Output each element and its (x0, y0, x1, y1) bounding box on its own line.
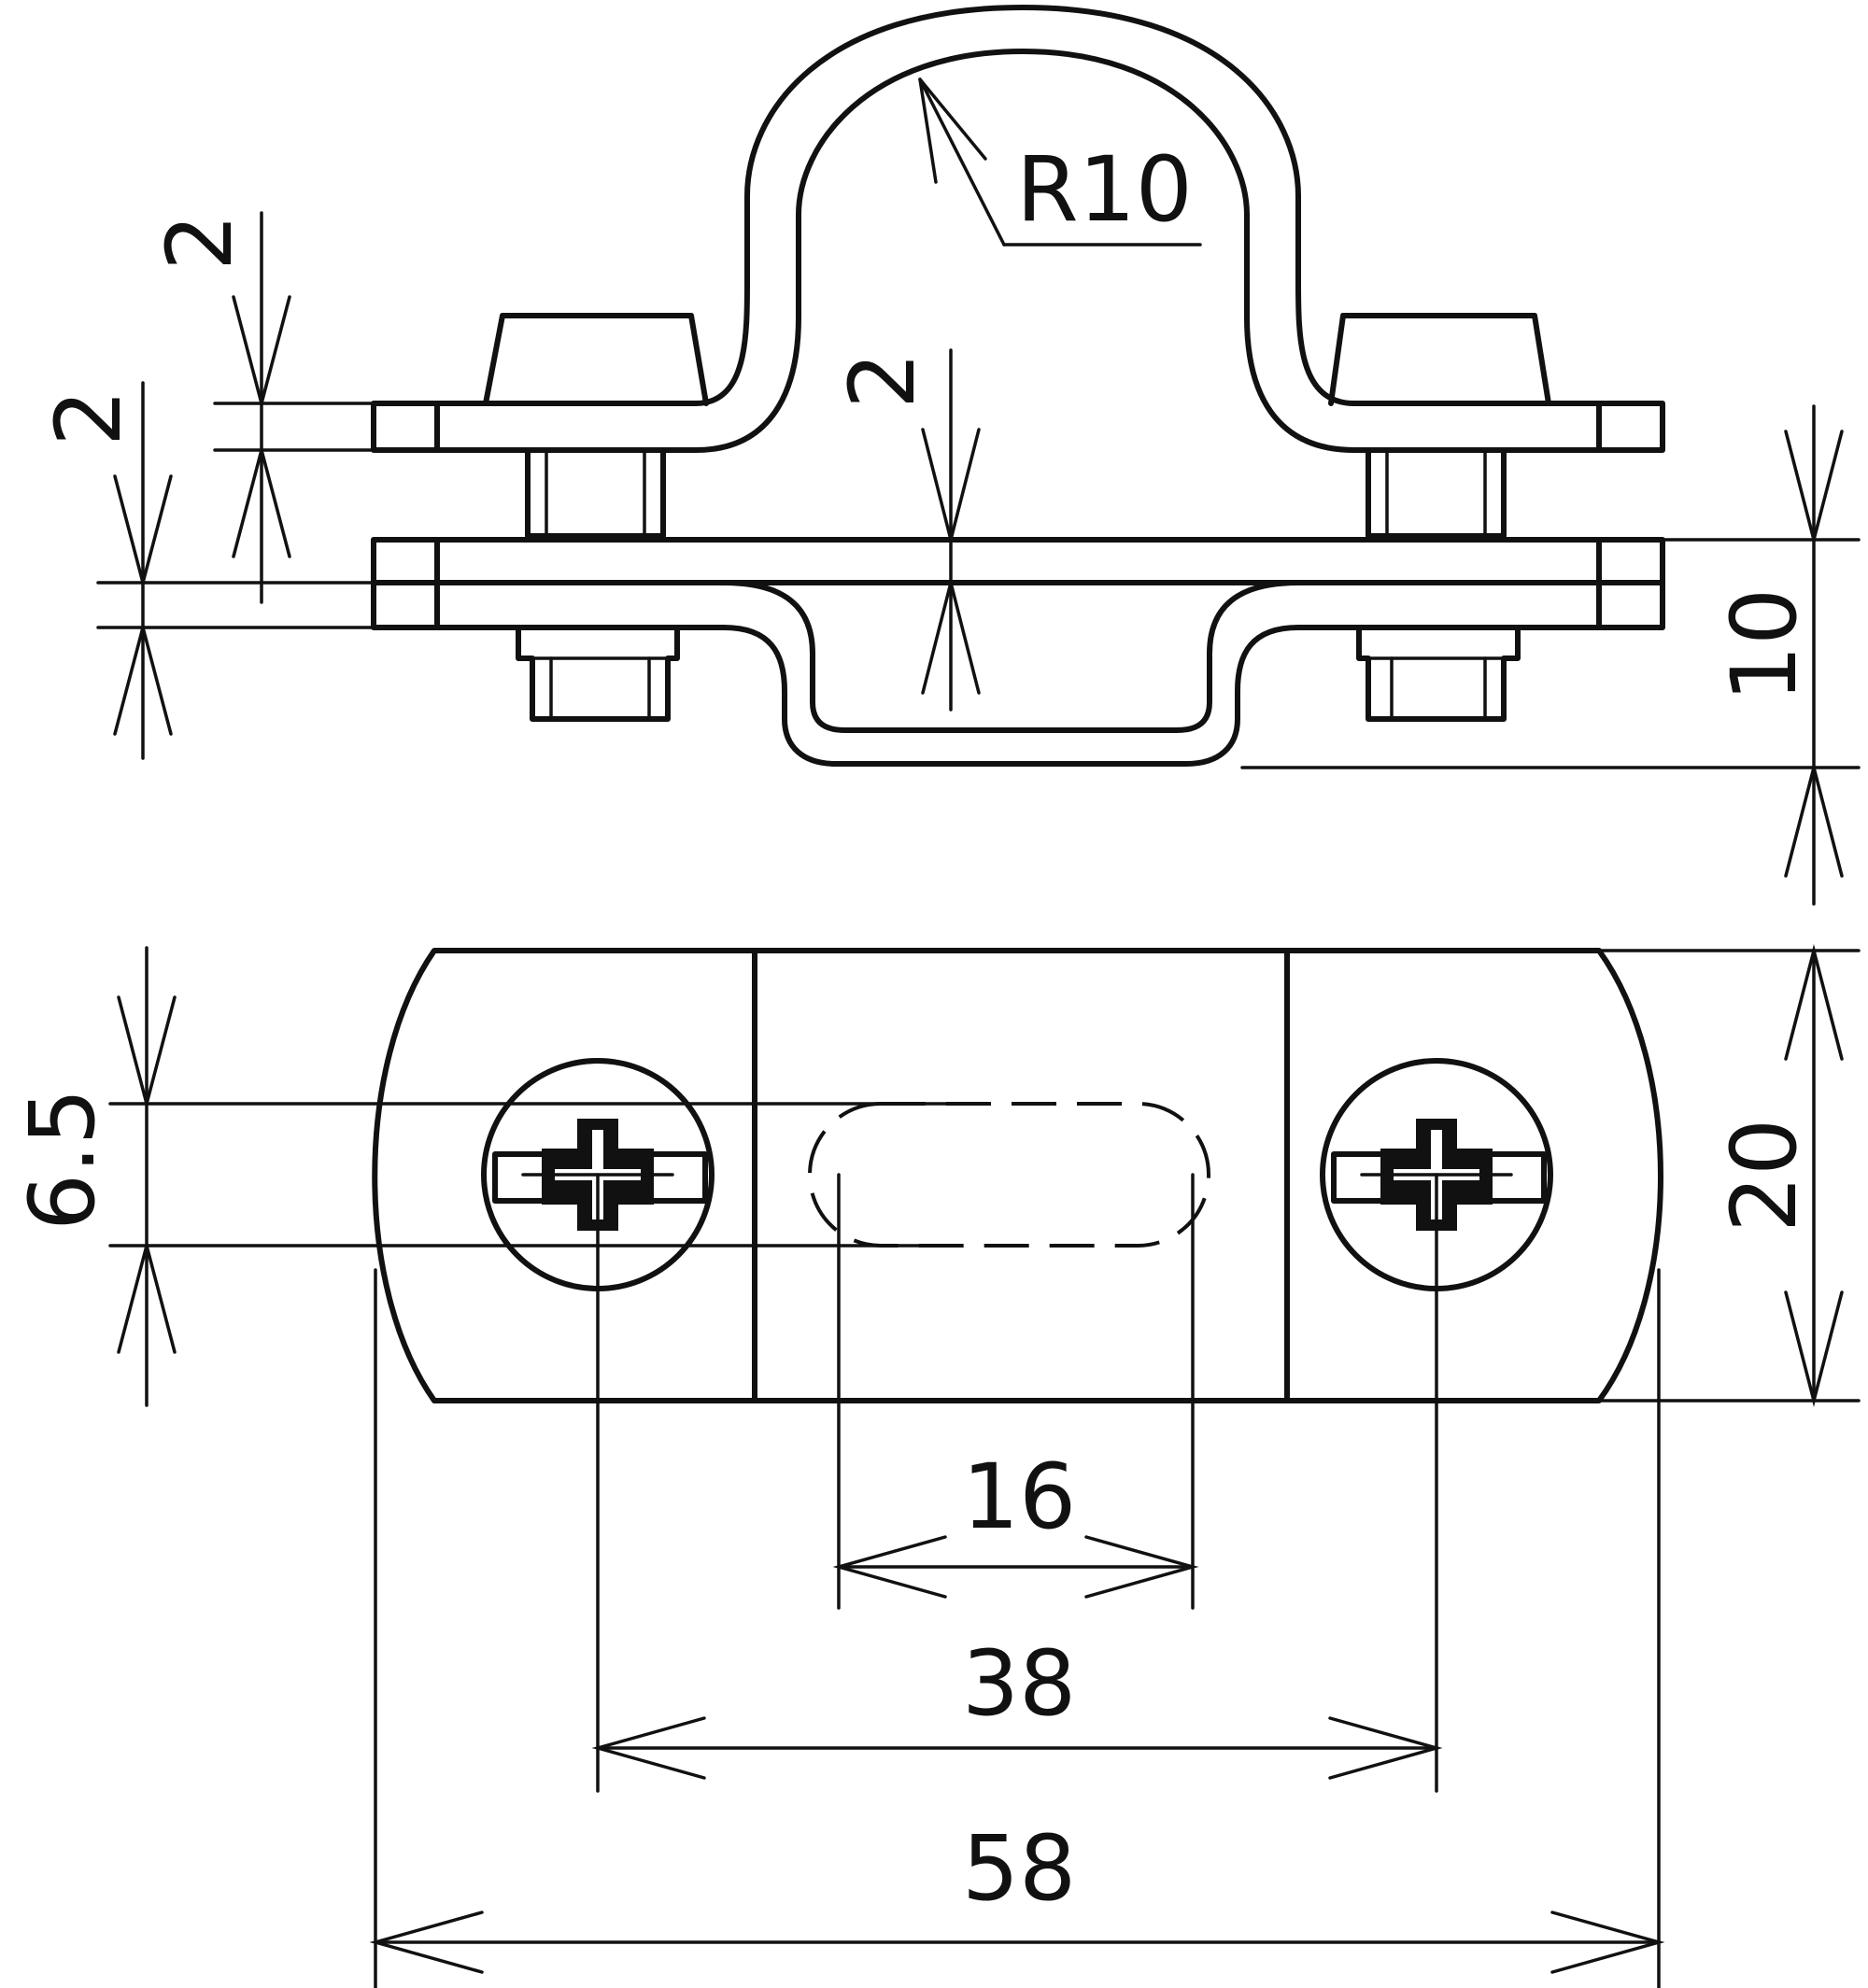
right-bolt-shank (1366, 447, 1507, 539)
dim-inner-offset: 2 (830, 348, 981, 712)
dim-slot-width: 6.5 (10, 946, 953, 1407)
radius-label: R10 (1016, 137, 1193, 242)
plan-view (372, 948, 1663, 1403)
dim-slot-length: 16 (832, 1173, 1199, 1610)
dim-radius: R10 (918, 78, 1202, 247)
slot-length-label: 16 (962, 1445, 1076, 1549)
lower-base-strap (371, 537, 1665, 767)
upper-saddle-strap (371, 5, 1665, 453)
dim-top-thickness: 2 (148, 211, 375, 604)
dim-gap: 2 (36, 381, 375, 760)
right-nut (1356, 625, 1521, 722)
width-label: 20 (1712, 1119, 1817, 1233)
height-label: 10 (1712, 588, 1817, 702)
slot-width-label: 6.5 (10, 1088, 115, 1231)
dim-overall-length: 58 (369, 1268, 1665, 1988)
left-nut (516, 625, 680, 722)
left-bolt-head (483, 313, 709, 406)
overall-length-label: 58 (962, 1816, 1076, 1921)
dim-bolt-spacing: 38 (591, 1173, 1443, 1793)
inner-offset-label: 2 (830, 352, 935, 409)
gap-label: 2 (36, 389, 141, 446)
right-bolt-head (1328, 313, 1551, 406)
slot-hole (808, 1102, 1210, 1248)
dim-width: 20 (1597, 944, 1861, 1407)
side-view (371, 5, 1665, 767)
dim-height: 10 (1240, 404, 1861, 906)
top-thickness-label: 2 (148, 214, 252, 271)
left-bolt-shank (525, 447, 666, 539)
bolt-spacing-label: 38 (962, 1631, 1076, 1736)
